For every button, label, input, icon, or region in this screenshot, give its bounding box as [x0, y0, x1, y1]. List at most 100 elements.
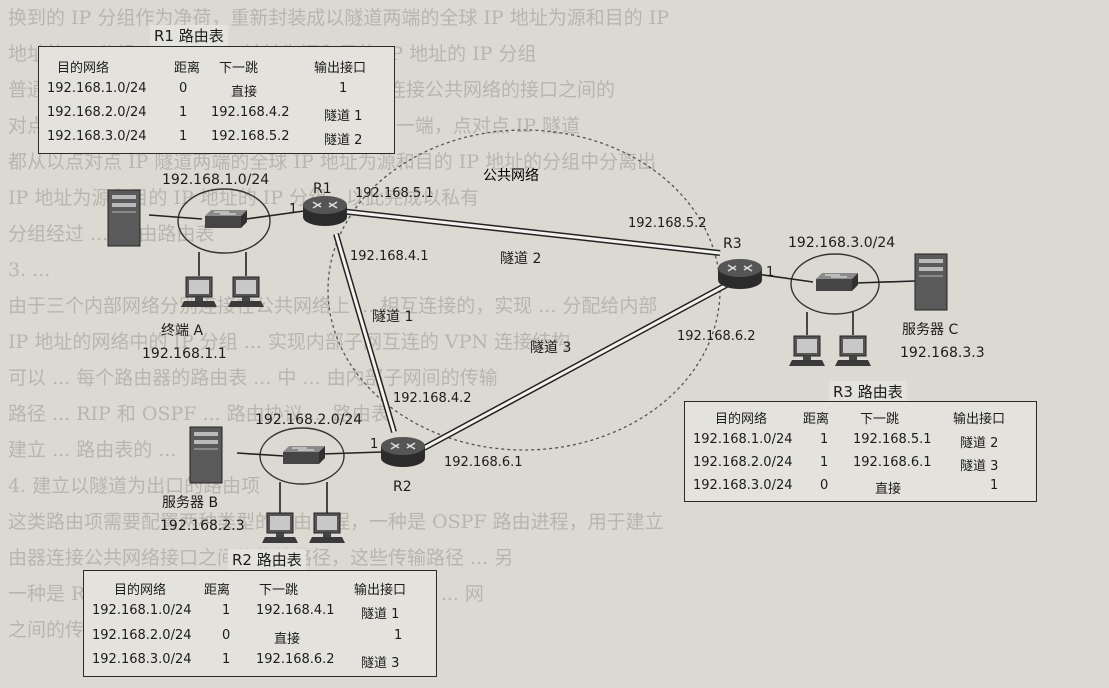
switch-lan1-icon — [204, 209, 248, 229]
r3-routing-table: 目的网络 距离 下一跳 输出接口 192.168.1.0/24 1 192.16… — [684, 401, 1037, 502]
net3-label: 192.168.3.0/24 — [788, 235, 895, 251]
r3-col-iface: 输出接口 — [953, 412, 1006, 427]
table-cell: 直接 — [231, 85, 258, 100]
table-cell: 192.168.1.0/24 — [693, 432, 793, 447]
r3-col-next: 下一跳 — [860, 412, 900, 427]
table-cell: 1 — [820, 432, 829, 447]
r2-table-header: 目的网络 距离 下一跳 输出接口 — [84, 579, 436, 601]
lan2-ellipse — [259, 427, 345, 485]
r2-name: R2 — [393, 479, 412, 495]
table-cell: 直接 — [274, 632, 301, 647]
r1-table-title: R1 路由表 — [150, 25, 228, 46]
pc-lan2b-icon — [308, 512, 346, 544]
pc-lan1-icon — [227, 276, 265, 308]
table-cell: 隧道 1 — [361, 607, 400, 622]
r1-col-dest: 目的网络 — [57, 61, 110, 76]
public-network-label: 公共网络 — [483, 168, 539, 184]
tunnel-2-end-b: 192.168.5.2 — [628, 216, 707, 231]
table-cell: 192.168.6.1 — [853, 455, 932, 470]
table-cell: 1 — [394, 628, 403, 643]
tunnel-1-label: 隧道 1 — [372, 309, 413, 325]
table-cell: 192.168.5.1 — [853, 432, 932, 447]
tunnel-1-end-b: 192.168.4.2 — [393, 391, 472, 406]
server-c-name: 服务器 C — [902, 322, 958, 338]
table-cell: 192.168.5.2 — [211, 129, 290, 144]
router-r2-icon — [380, 436, 426, 468]
r1-col-dist: 距离 — [174, 61, 201, 76]
table-cell: 192.168.3.0/24 — [693, 478, 793, 493]
table-cell: 192.168.2.0/24 — [693, 455, 793, 470]
server-c-ip: 192.168.3.3 — [900, 345, 985, 361]
table-cell: 1 — [339, 81, 348, 96]
switch-lan2-icon — [282, 445, 326, 465]
r3-col-dist: 距离 — [803, 412, 830, 427]
pc-lan3b-icon — [834, 335, 872, 367]
lan1-ellipse — [177, 188, 271, 254]
table-row: 192.168.1.0/24 1 192.168.5.1 隧道 2 — [685, 432, 1036, 454]
router-r3-icon — [717, 258, 763, 290]
r1-col-next: 下一跳 — [219, 61, 259, 76]
pc-lan3a-icon — [788, 335, 826, 367]
r1-table-header: 目的网络 距离 下一跳 输出接口 — [39, 57, 394, 79]
table-cell: 1 — [179, 105, 188, 120]
table-cell: 1 — [990, 478, 999, 493]
r2-table-title: R2 路由表 — [228, 549, 306, 570]
table-cell: 192.168.2.0/24 — [92, 628, 192, 643]
server-b-name: 服务器 B — [162, 495, 218, 511]
tunnel-1-end-a: 192.168.4.1 — [350, 249, 429, 264]
table-row: 192.168.2.0/24 1 192.168.6.1 隧道 3 — [685, 455, 1036, 477]
r3-port: 1 — [766, 265, 774, 280]
r1-col-iface: 输出接口 — [314, 61, 367, 76]
r1-port: 1 — [289, 202, 297, 217]
r3-table-title: R3 路由表 — [829, 381, 907, 402]
table-row: 192.168.1.0/24 0 直接 1 — [39, 81, 394, 103]
table-cell: 1 — [222, 603, 231, 618]
table-cell: 隧道 2 — [324, 133, 363, 148]
tunnel-2-label: 隧道 2 — [500, 251, 541, 267]
terminal-a-name: 终端 A — [161, 323, 203, 339]
table-row: 192.168.3.0/24 1 192.168.5.2 隧道 2 — [39, 129, 394, 151]
tunnel-3-end-b: 192.168.6.2 — [677, 329, 756, 344]
server-c-icon — [914, 253, 948, 311]
lan3-ellipse — [790, 253, 880, 315]
tunnel-3-end-a: 192.168.6.1 — [444, 455, 523, 470]
tunnel-3-pipe — [422, 279, 734, 451]
table-cell: 1 — [820, 455, 829, 470]
table-cell: 隧道 1 — [324, 109, 363, 124]
pc-terminal-a-icon — [180, 276, 218, 308]
switch-lan3-icon — [815, 272, 859, 292]
r1-routing-table: 目的网络 距离 下一跳 输出接口 192.168.1.0/24 0 直接 1 1… — [38, 46, 395, 154]
table-cell: 192.168.3.0/24 — [92, 652, 192, 667]
server-b-icon — [189, 426, 223, 484]
lan-wires — [148, 210, 916, 513]
table-cell: 192.168.2.0/24 — [47, 105, 147, 120]
r3-col-dest: 目的网络 — [715, 412, 768, 427]
tunnel-3-label: 隧道 3 — [530, 340, 571, 356]
table-cell: 0 — [820, 478, 829, 493]
r2-port: 1 — [370, 437, 378, 452]
r3-name: R3 — [723, 236, 742, 252]
table-cell: 隧道 3 — [960, 459, 999, 474]
table-cell: 192.168.4.2 — [211, 105, 290, 120]
table-row: 192.168.3.0/24 1 192.168.6.2 隧道 3 — [84, 652, 436, 674]
r2-col-next: 下一跳 — [259, 583, 299, 598]
table-cell: 192.168.3.0/24 — [47, 129, 147, 144]
table-cell: 直接 — [875, 482, 902, 497]
net1-label: 192.168.1.0/24 — [162, 172, 269, 188]
terminal-a-ip: 192.168.1.1 — [142, 346, 227, 362]
pc-lan2a-icon — [261, 512, 299, 544]
tunnel-1-pipe — [333, 233, 397, 433]
r2-routing-table: 目的网络 距离 下一跳 输出接口 192.168.1.0/24 1 192.16… — [83, 570, 437, 677]
table-cell: 0 — [179, 81, 188, 96]
table-cell: 隧道 2 — [960, 436, 999, 451]
server-lan1-icon — [107, 189, 141, 247]
table-cell: 0 — [222, 628, 231, 643]
table-cell: 192.168.4.1 — [256, 603, 335, 618]
table-row: 192.168.3.0/24 0 直接 1 — [685, 478, 1036, 500]
server-b-ip: 192.168.2.3 — [160, 518, 245, 534]
r2-col-iface: 输出接口 — [354, 583, 407, 598]
r1-name: R1 — [313, 181, 332, 197]
router-r1-icon — [302, 195, 348, 227]
r3-table-header: 目的网络 距离 下一跳 输出接口 — [685, 408, 1036, 430]
